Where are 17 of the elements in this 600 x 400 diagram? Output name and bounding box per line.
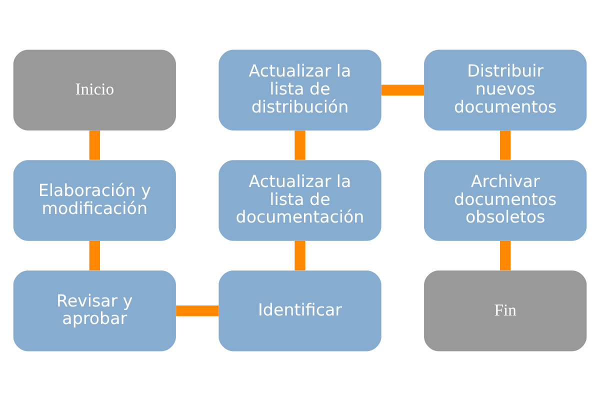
- connector: [89, 130, 100, 160]
- node-box: Fin: [424, 270, 587, 351]
- node-box: Inicio: [13, 49, 176, 130]
- connector: [176, 305, 219, 316]
- connector: [294, 240, 306, 270]
- connector: [500, 130, 511, 160]
- connector: [381, 84, 424, 95]
- node-box: Identificar: [218, 270, 382, 351]
- node-box: Archivar documentos obsoletos: [424, 160, 587, 240]
- node-box: Distribuir nuevos documentos: [424, 49, 587, 130]
- node-box: Actualizar la lista de distribución: [218, 49, 382, 130]
- node-box: Elaboración y modificación: [13, 160, 176, 240]
- connector: [294, 130, 306, 160]
- connector: [500, 240, 511, 270]
- connector: [89, 240, 100, 270]
- node-box: Revisar y aprobar: [13, 270, 176, 351]
- node-box: Actualizar la lista de documentación: [218, 160, 382, 240]
